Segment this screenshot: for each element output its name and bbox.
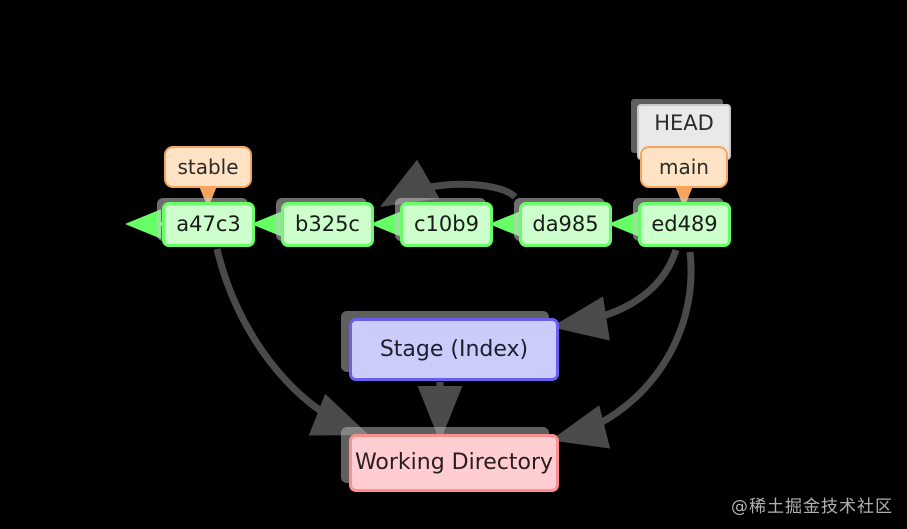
stage-index-box[interactable]: Stage (Index): [349, 318, 559, 381]
ref-main-label: main: [659, 155, 709, 179]
working-directory-box[interactable]: Working Directory: [349, 434, 559, 492]
edge-a47c3-to-working-directory: [213, 248, 370, 436]
commit-label: da985: [532, 212, 599, 236]
working-directory-label: Working Directory: [354, 450, 554, 475]
commit-node-a47c3[interactable]: a47c3: [162, 202, 255, 247]
watermark-text: @稀土掘金技术社区: [731, 497, 893, 517]
commit-node-da985[interactable]: da985: [519, 202, 612, 247]
ref-stable[interactable]: stable: [164, 146, 252, 188]
commit-node-ed489[interactable]: ed489: [638, 202, 731, 247]
workflow-edges: [213, 248, 695, 449]
ref-main[interactable]: main: [640, 146, 728, 188]
edge-merge-arc: [379, 159, 518, 208]
ref-stable-label: stable: [177, 155, 239, 179]
stage-index-label: Stage (Index): [379, 336, 529, 362]
commit-node-b325c[interactable]: b325c: [281, 202, 374, 247]
commit-label: b325c: [295, 212, 360, 236]
commit-label: c10b9: [414, 212, 479, 236]
edge-ed489-to-working-directory: [550, 251, 695, 449]
commit-label: a47c3: [176, 212, 241, 236]
edge-ed489-to-stage: [551, 248, 680, 341]
commit-label: ed489: [651, 212, 718, 236]
head-label: HEAD: [654, 111, 714, 135]
commit-node-c10b9[interactable]: c10b9: [400, 202, 493, 247]
ref-pointer-edges: [193, 172, 699, 208]
